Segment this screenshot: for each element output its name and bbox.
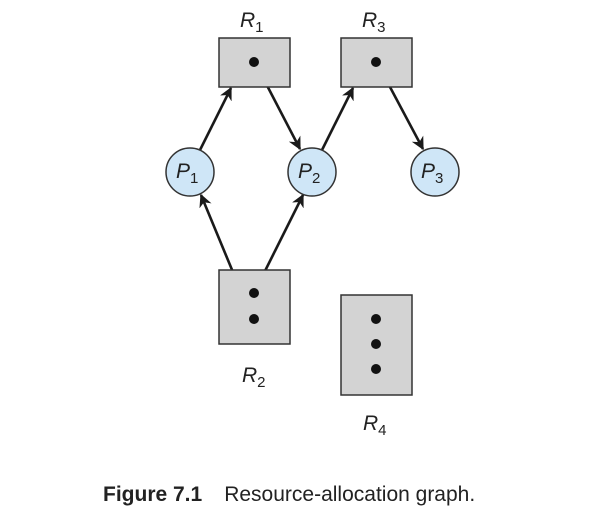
resource-label-r4: R4 [363, 412, 387, 439]
process-label-p1: P1 [176, 160, 198, 187]
resource-box [218, 269, 291, 345]
instance-dot [249, 288, 259, 298]
resource-r3: R3 [340, 9, 413, 88]
process-p3: P3 [410, 147, 460, 197]
resource-label-r1: R1 [240, 9, 264, 36]
process-circle [165, 147, 215, 197]
resource-box [218, 37, 291, 88]
edge-p1-to-r1-request [198, 86, 233, 151]
resource-r2: R2 [218, 269, 291, 391]
instance-dot [371, 314, 381, 324]
instance-dot [371, 339, 381, 349]
instance-dot [249, 57, 259, 67]
resource-r1: R1 [218, 9, 291, 88]
process-label-p3: P3 [421, 160, 443, 187]
instance-dot [371, 364, 381, 374]
figure-caption-text: Resource-allocation graph. [224, 483, 476, 506]
process-circle [410, 147, 460, 197]
figure-number: Figure 7.1 [103, 483, 203, 506]
process-p2: P2 [287, 147, 337, 197]
resource-r4: R4 [340, 294, 413, 439]
process-p1: P1 [165, 147, 215, 197]
instance-dot [249, 314, 259, 324]
instance-dot [371, 57, 381, 67]
process-label-p2: P2 [298, 160, 320, 187]
process-circle [287, 147, 337, 197]
resource-label-r3: R3 [362, 9, 386, 36]
edge-p2-to-r3-request [320, 86, 355, 151]
figure-caption: Figure 7.1 Resource-allocation graph. [103, 483, 475, 507]
resource-label-r2: R2 [242, 364, 266, 391]
